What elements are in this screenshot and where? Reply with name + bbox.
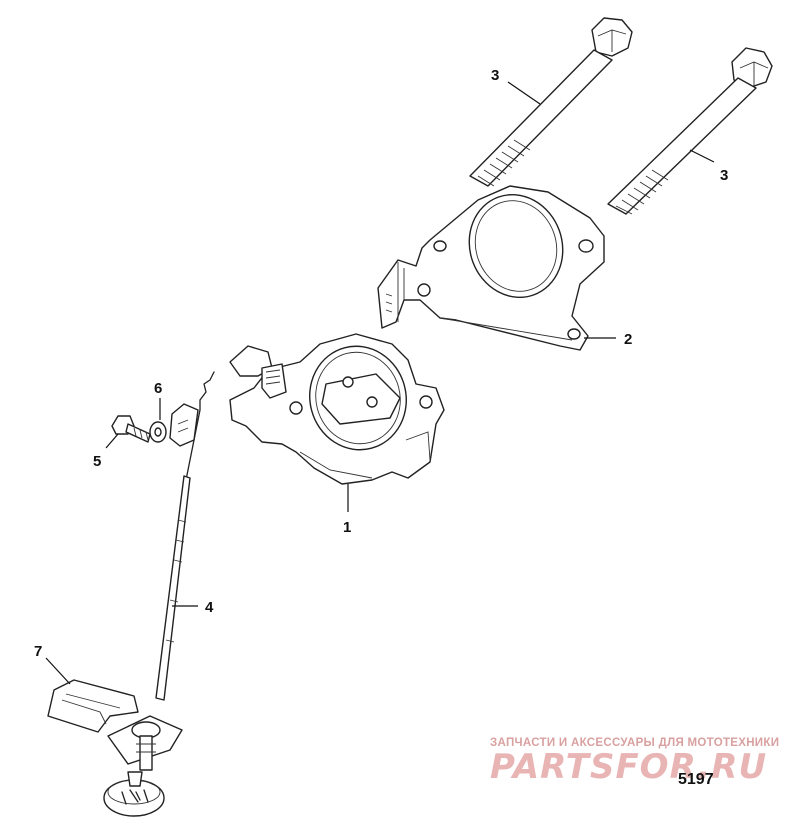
callout-3-upper: 3 <box>491 67 499 84</box>
watermark-brand: PARTSFOR.RU <box>490 747 767 787</box>
watermark: ЗАПЧАСТИ И АКСЕССУАРЫ ДЛЯ МОТОТЕХНИКИ PA… <box>490 737 779 787</box>
callout-labels: 1 2 3 3 4 5 6 7 <box>34 67 728 660</box>
washer <box>149 421 167 443</box>
figure-number: 5197 <box>678 771 714 788</box>
callout-4: 4 <box>205 599 214 616</box>
mounting-plate <box>377 185 605 351</box>
callout-3-lower: 3 <box>720 167 728 184</box>
callout-6: 6 <box>154 380 162 397</box>
callout-5: 5 <box>93 453 101 470</box>
bolt-long-upper <box>469 17 633 187</box>
screw <box>111 415 151 443</box>
bracket-clip <box>47 679 139 733</box>
callout-7: 7 <box>34 643 42 660</box>
callout-1: 1 <box>343 519 351 536</box>
leader-5 <box>105 433 119 449</box>
leader-3b <box>689 149 715 163</box>
throttle-body <box>229 333 445 485</box>
choke-cable <box>103 371 215 817</box>
bolt-long-lower <box>607 47 773 215</box>
leader-7 <box>45 657 71 685</box>
leader-3a <box>507 81 541 105</box>
leader-lines <box>45 81 715 685</box>
watermark-tagline: ЗАПЧАСТИ И АКСЕССУАРЫ ДЛЯ МОТОТЕХНИКИ <box>490 737 779 749</box>
callout-2: 2 <box>624 331 632 348</box>
